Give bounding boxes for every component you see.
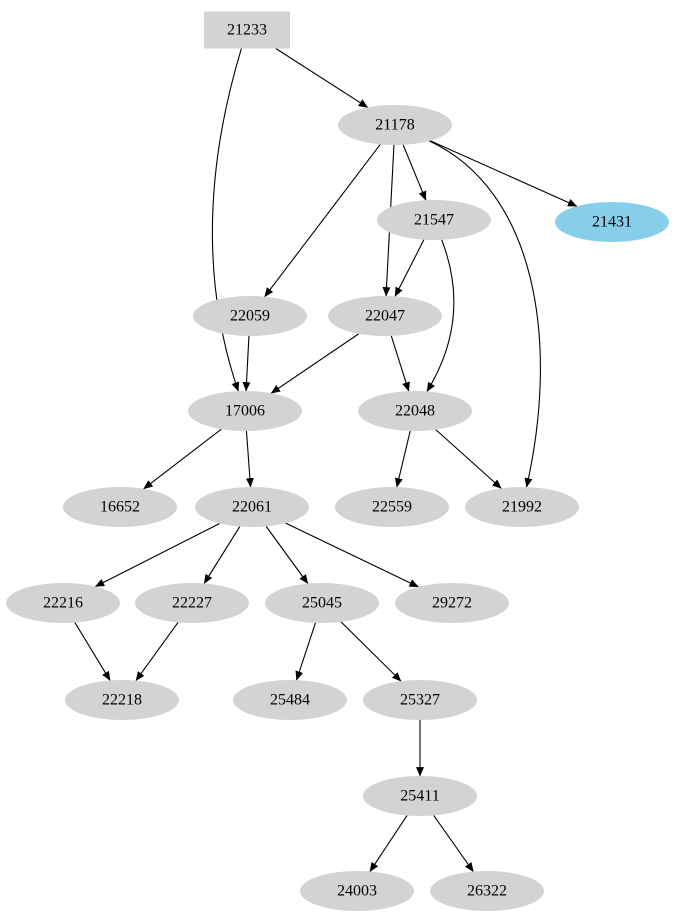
node-ellipse-shape bbox=[193, 296, 307, 336]
node-label: 17006 bbox=[225, 403, 265, 420]
node-22216: 22216 bbox=[6, 583, 120, 623]
node-29272: 29272 bbox=[395, 583, 509, 623]
node-label: 21431 bbox=[592, 214, 632, 231]
edge-21547-22048 bbox=[426, 239, 455, 392]
node-label: 22059 bbox=[230, 308, 270, 325]
node-label: 21547 bbox=[414, 212, 454, 229]
edge-17006-22061 bbox=[245, 430, 254, 488]
node-label: 21178 bbox=[375, 117, 414, 134]
edge-25411-26322 bbox=[433, 815, 474, 873]
node-ellipse-shape bbox=[465, 487, 579, 527]
node-22061: 22061 bbox=[195, 487, 309, 527]
edge-25045-25484 bbox=[295, 622, 316, 681]
edge-22048-21992 bbox=[435, 429, 502, 489]
edge-22227-22218 bbox=[135, 622, 179, 682]
node-layer: 21233 21178 21547 21431 22059 22047 17006 22048… bbox=[6, 11, 669, 911]
node-ellipse-shape bbox=[265, 583, 379, 623]
node-box-shape bbox=[204, 11, 290, 49]
node-label: 22048 bbox=[395, 403, 435, 420]
edge-22061-25045 bbox=[265, 526, 309, 585]
edge-22047-17006 bbox=[270, 333, 360, 394]
edge-22048-22559 bbox=[394, 430, 411, 488]
node-22227: 22227 bbox=[135, 583, 249, 623]
edge-layer bbox=[74, 48, 578, 873]
node-ellipse-shape bbox=[395, 583, 509, 623]
edge-22061-22216 bbox=[94, 522, 220, 588]
node-label: 21992 bbox=[502, 499, 542, 516]
edge-21233-17006 bbox=[211, 48, 242, 392]
node-ellipse-shape bbox=[233, 680, 347, 720]
edge-21178-21431 bbox=[429, 140, 578, 207]
edge-21178-22059 bbox=[264, 143, 381, 298]
node-25045: 25045 bbox=[265, 583, 379, 623]
node-21547: 21547 bbox=[377, 200, 491, 240]
node-label: 22047 bbox=[365, 308, 405, 325]
node-25411: 25411 bbox=[363, 776, 477, 816]
node-ellipse-shape bbox=[555, 202, 669, 242]
node-26322: 26322 bbox=[430, 871, 544, 911]
edge-21233-21178 bbox=[275, 48, 369, 108]
node-22059: 22059 bbox=[193, 296, 307, 336]
node-ellipse-shape bbox=[377, 200, 491, 240]
node-ellipse-shape bbox=[363, 680, 477, 720]
edge-17006-16652 bbox=[143, 428, 222, 490]
edge-21547-22047 bbox=[394, 239, 425, 297]
node-21992: 21992 bbox=[465, 487, 579, 527]
node-label: 25045 bbox=[302, 595, 342, 612]
edge-25411-24003 bbox=[369, 815, 408, 872]
edge-22061-22227 bbox=[203, 526, 241, 584]
node-21233: 21233 bbox=[204, 11, 290, 49]
node-22047: 22047 bbox=[328, 296, 442, 336]
edge-21178-21547 bbox=[402, 144, 427, 201]
node-label: 16652 bbox=[100, 499, 140, 516]
node-label: 29272 bbox=[432, 595, 472, 612]
node-label: 22559 bbox=[372, 499, 412, 516]
edge-22216-22218 bbox=[74, 622, 111, 681]
node-ellipse-shape bbox=[6, 583, 120, 623]
node-ellipse-shape bbox=[300, 871, 414, 911]
node-ellipse-shape bbox=[135, 583, 249, 623]
node-label: 22227 bbox=[172, 595, 212, 612]
node-label: 25411 bbox=[400, 788, 439, 805]
node-ellipse-shape bbox=[338, 105, 452, 145]
node-ellipse-shape bbox=[65, 680, 179, 720]
node-21178: 21178 bbox=[338, 105, 452, 145]
node-label: 26322 bbox=[467, 883, 507, 900]
node-ellipse-shape bbox=[358, 391, 472, 431]
edge-21178-21992 bbox=[429, 140, 541, 488]
node-ellipse-shape bbox=[363, 776, 477, 816]
node-22218: 22218 bbox=[65, 680, 179, 720]
edge-22061-29272 bbox=[285, 522, 419, 588]
node-label: 22061 bbox=[232, 499, 272, 516]
node-25327: 25327 bbox=[363, 680, 477, 720]
node-22048: 22048 bbox=[358, 391, 472, 431]
edge-22047-22048 bbox=[390, 335, 410, 392]
edge-22059-17006 bbox=[242, 335, 251, 392]
node-24003: 24003 bbox=[300, 871, 414, 911]
node-label: 25484 bbox=[270, 692, 310, 709]
node-ellipse-shape bbox=[430, 871, 544, 911]
node-label: 21233 bbox=[227, 22, 267, 39]
node-22559: 22559 bbox=[335, 487, 449, 527]
edge-25045-25327 bbox=[340, 621, 402, 682]
node-25484: 25484 bbox=[233, 680, 347, 720]
node-ellipse-shape bbox=[188, 391, 302, 431]
node-label: 25327 bbox=[400, 692, 440, 709]
node-label: 22218 bbox=[102, 692, 142, 709]
node-ellipse-shape bbox=[195, 487, 309, 527]
node-ellipse-shape bbox=[335, 487, 449, 527]
node-ellipse-shape bbox=[63, 487, 177, 527]
node-label: 22216 bbox=[43, 595, 83, 612]
node-ellipse-shape bbox=[328, 296, 442, 336]
node-21431: 21431 bbox=[555, 202, 669, 242]
node-17006: 17006 bbox=[188, 391, 302, 431]
node-label: 24003 bbox=[337, 883, 377, 900]
node-16652: 16652 bbox=[63, 487, 177, 527]
